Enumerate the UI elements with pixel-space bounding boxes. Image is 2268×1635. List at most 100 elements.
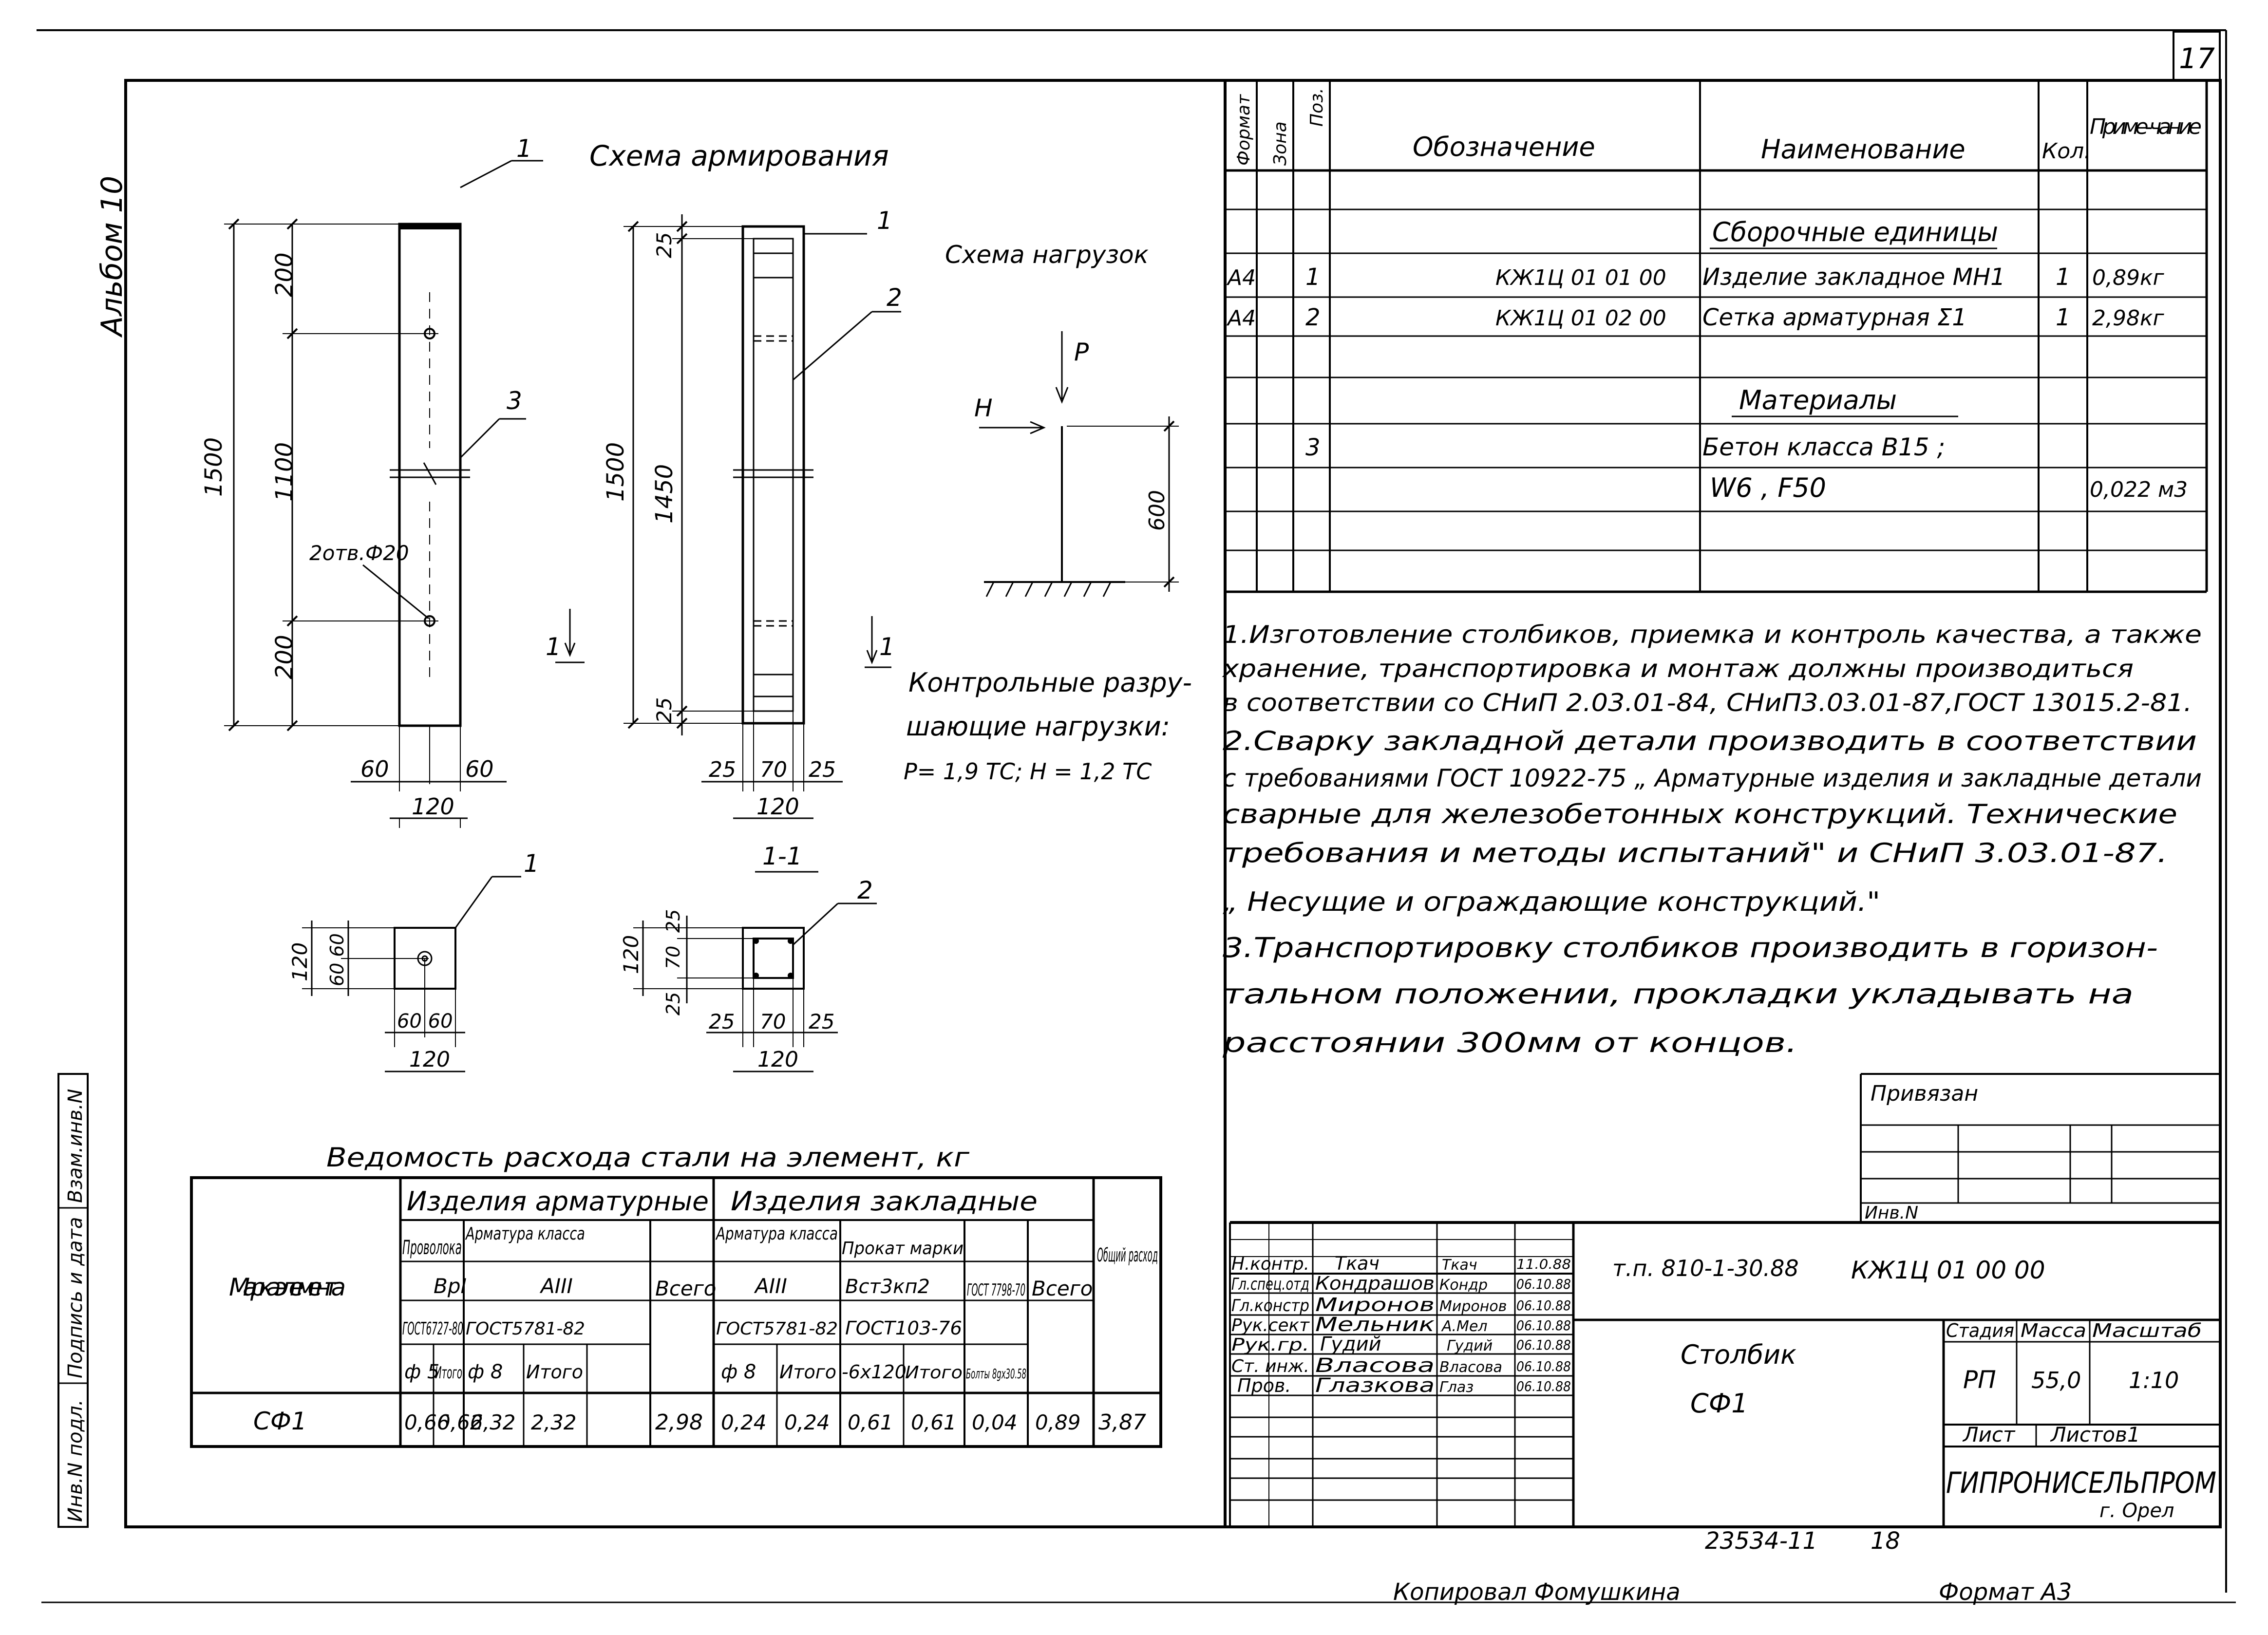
spec-material-name-2: W6 , F50 [1710, 472, 1826, 503]
album-label: Альбом 10 [95, 176, 129, 338]
steel-cell: 0,24 [784, 1410, 830, 1434]
sec-120-h: 120 [757, 1047, 798, 1072]
sig-date: 06.10.88 [1516, 1378, 1571, 1394]
plan-60-60-h: 60 60 [397, 1010, 453, 1033]
notes-block: 1.Изготовление столбиков, приемка и конт… [1222, 620, 2202, 1059]
steel-embedded-group: Изделия закладные [731, 1186, 1038, 1217]
dim-25-bot-right: 25 [652, 697, 676, 723]
sig-name: Гудий [1320, 1333, 1381, 1355]
tb-stage-label: Стадия [1946, 1320, 2014, 1341]
steel-mark-header: Марка элемента [229, 1273, 346, 1301]
steel-cell: 0,04 [972, 1410, 1018, 1434]
section-title: 1-1 [762, 842, 802, 870]
steel-gost-103: ГОСТ103-76 [845, 1317, 962, 1339]
spec-row-qty: 1 [2056, 304, 2071, 331]
note-line: расстоянии 300мм от концов. [1222, 1027, 1797, 1059]
load-label-p: P [1074, 338, 1089, 366]
note-line: хранение, транспортировка и монтаж должн… [1222, 655, 2134, 683]
tb-org: ГИПРОНИСЕЛЬПРОМ [1946, 1466, 2216, 1500]
sig-mark: Гудий [1447, 1337, 1493, 1354]
sig-name: Ткач [1335, 1253, 1380, 1274]
note-line: 3.Транспортировку столбиков производить … [1223, 932, 2158, 964]
steel-cell: 0,66 [404, 1410, 450, 1434]
dim-200-top-left: 200 [271, 252, 298, 297]
sig-mark: Власова [1439, 1359, 1502, 1376]
pos-1-elev-right: 1 [877, 207, 892, 235]
tb-stage: РП [1963, 1366, 1996, 1394]
note-line: 1.Изготовление столбиков, приемка и конт… [1223, 620, 2202, 649]
steel-cell: 3,87 [1098, 1410, 1146, 1435]
spec-row-pos: 1 [1305, 263, 1321, 291]
steel-cell: 2,98 [655, 1410, 703, 1435]
steel-wire: Проволока [402, 1237, 462, 1259]
steel-gost-7798: ГОСТ 7798-70 [967, 1280, 1025, 1300]
spec-row-name: Сетка арматурная Σ1 [1702, 304, 1967, 331]
sheet-number: 17 [2179, 42, 2215, 75]
steel-bp1: ВрI [434, 1274, 467, 1298]
side-stamp: Инв.N подл. Подпись и дата Взам.инв.N [57, 1073, 89, 1528]
spec-materials-title: Материалы [1739, 385, 1897, 415]
steel-cell: 2,32 [470, 1410, 516, 1434]
spec-row-format: А4 [1226, 306, 1256, 331]
spec-material-pos: 3 [1305, 434, 1321, 461]
steel-rebar-group: Изделия арматурные [407, 1186, 709, 1217]
sig-date: 06.10.88 [1516, 1337, 1571, 1353]
dim-120-left: 120 [412, 793, 454, 820]
sig-role: Гл.спец.отд [1231, 1275, 1309, 1294]
steel-itogo-3: Итого [779, 1361, 836, 1383]
steel-table-title: Ведомость расхода стали на элемент, кг [326, 1142, 970, 1173]
sec-25-b: 25 [809, 1010, 834, 1034]
sig-mark: Кондр [1439, 1277, 1488, 1294]
sig-date: 06.10.88 [1516, 1317, 1571, 1334]
sec-25-top: 25 [662, 909, 684, 933]
sig-name: Мельник [1315, 1314, 1435, 1336]
tb-privyazan: Привязан [1871, 1081, 1978, 1106]
steel-d8-1: ф 8 [468, 1361, 503, 1383]
spec-material-name-1: Бетон класса В15 ; [1702, 433, 1945, 461]
steel-d5: ф 5 [404, 1361, 439, 1383]
steel-vsego-2: Всего [1032, 1277, 1093, 1300]
steel-gost-5781-1: ГОСТ5781-82 [466, 1319, 585, 1339]
tb-mass-label: Масса [2021, 1320, 2086, 1341]
dim-25-a: 25 [709, 757, 736, 782]
spec-row-format: А4 [1226, 265, 1256, 290]
note-line: „ Несущие и ограждающие конструкций." [1223, 886, 1880, 917]
cut-mark-right: 1 [879, 633, 895, 661]
tb-scale: 1:10 [2129, 1367, 2179, 1393]
steel-cell: 0,66 [437, 1410, 483, 1434]
dim-60-b: 60 [465, 756, 494, 782]
sig-role: Рук.гр. [1231, 1335, 1309, 1355]
sig-name: Кондрашов [1315, 1273, 1435, 1294]
spec-header-qty: Кол. [2042, 139, 2091, 164]
dim-120-right: 120 [756, 793, 799, 820]
dim-1500-right: 1500 [602, 442, 629, 502]
tb-city: г. Орел [2099, 1500, 2174, 1522]
spec-header-zone: Зона [1270, 121, 1290, 166]
steel-itogo-1: Итого [435, 1363, 462, 1383]
spec-header-name: Наименование [1761, 134, 1966, 165]
sig-role: Н.контр. [1231, 1254, 1309, 1274]
tb-scale-label: Масштаб [2092, 1320, 2202, 1341]
spec-header-format: Формат [1234, 94, 1254, 166]
spec-assemblies-title: Сборочные единицы [1712, 217, 1998, 247]
title-block-grid [1229, 1073, 2220, 1527]
load-scheme-title: Схема нагрузок [945, 241, 1149, 269]
sig-mark: Миронов [1439, 1298, 1507, 1315]
steel-gost-5781-2: ГОСТ5781-82 [716, 1319, 838, 1339]
tb-element-name-1: Столбик [1681, 1339, 1796, 1370]
footer-archive-number: 23534-11 [1705, 1527, 1817, 1555]
dim-60-a: 60 [360, 756, 389, 782]
dim-1100-left: 1100 [271, 442, 298, 502]
sig-date: 11.0.88 [1516, 1256, 1571, 1272]
steel-bolts: Болты 8gх30.58 [966, 1366, 1026, 1382]
spec-header-pos: Поз. [1307, 88, 1327, 127]
sig-role: Пров. [1237, 1375, 1291, 1396]
load-label-h: H [974, 394, 993, 422]
steel-itogo-4: Итого [905, 1363, 963, 1383]
cut-mark-left: 1 [546, 633, 561, 661]
load-dim-600: 600 [1145, 490, 1170, 531]
spec-row-designation: КЖ1Ц 01 01 00 [1495, 265, 1666, 290]
sig-mark: А.Мел [1441, 1318, 1488, 1335]
tb-sheet-label: Лист [1962, 1423, 2016, 1447]
